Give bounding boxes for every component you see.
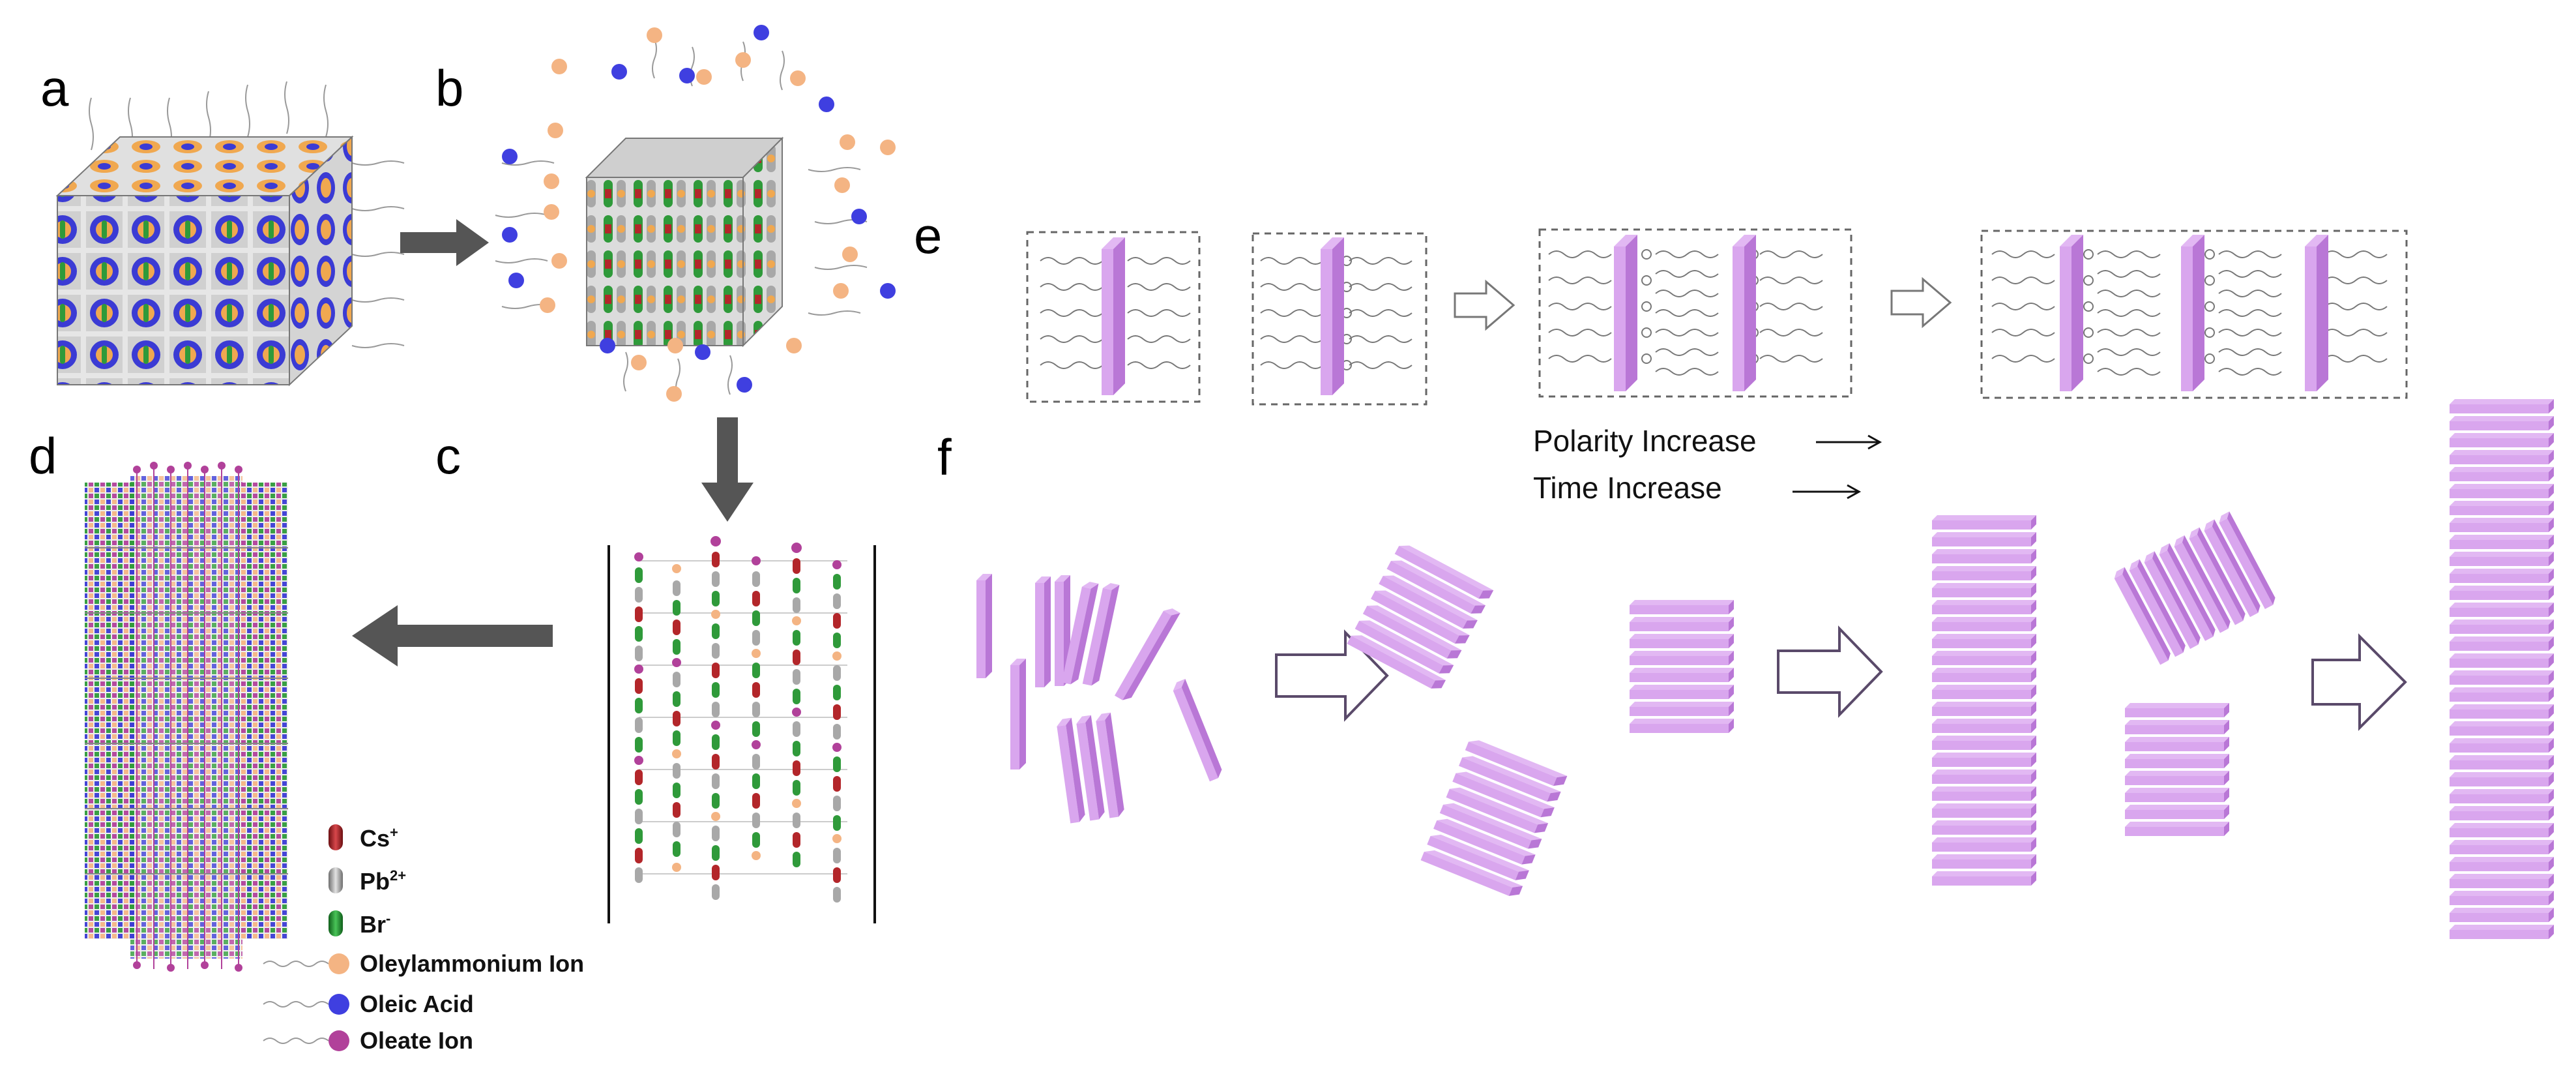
panel-label-d: d (29, 427, 57, 485)
ion-column-6 (832, 560, 842, 903)
legend-cs-label: Cs+ (360, 824, 398, 852)
cs-icon (329, 824, 343, 850)
ligand-heads (502, 25, 896, 402)
arrow-right-icon (1847, 484, 1862, 500)
panel-label-f: f (937, 428, 952, 486)
panel-f (976, 399, 2554, 939)
legend-oleate-label: Oleate Ion (360, 1027, 473, 1054)
e-stage-3 (1538, 228, 1852, 398)
ion-column-4 (752, 556, 761, 860)
e-stage-2 (1251, 232, 1427, 406)
legend-item-cs: Cs+ (329, 824, 398, 852)
panel-label-b: b (435, 59, 464, 117)
ion-column-1 (634, 552, 643, 883)
oleate-icon (329, 1030, 349, 1051)
ion-column-5 (791, 543, 802, 867)
legend-item-oleate: Oleate Ion (263, 1027, 473, 1054)
oleic-acid-icon (329, 994, 349, 1015)
e-arrow-2 (1890, 276, 1952, 329)
trend-polarity: Polarity Increase (1533, 424, 1882, 458)
arrow-b-to-c (701, 417, 754, 522)
panel-label-c: c (435, 427, 461, 485)
legend-item-oleylammonium: Oleylammonium Ion (263, 950, 584, 977)
pb-icon (329, 867, 343, 893)
polarity-increase-label: Polarity Increase (1533, 424, 1757, 458)
e-stage-1 (1026, 231, 1201, 403)
short-stack-tilted-2 (1420, 737, 1568, 900)
tall-stack (1932, 515, 2036, 886)
panel-label-a: a (40, 59, 69, 117)
panel-e-stages (1026, 228, 2408, 406)
legend-oleic-acid-label: Oleic Acid (360, 991, 474, 1017)
legend-item-oleic-acid: Oleic Acid (263, 991, 474, 1017)
ion-column-3 (710, 536, 721, 900)
single-plates (976, 574, 1222, 824)
arrow-right-icon (1867, 434, 1882, 450)
short-stack-tilted-1 (1347, 545, 1494, 693)
short-stack-tilted-3 (2114, 511, 2278, 665)
superlattice-stack (85, 462, 288, 972)
ion-column-2 (672, 564, 681, 872)
arrow-a-to-b (400, 219, 489, 266)
legend-pb-label: Pb2+ (360, 867, 406, 895)
time-increase-label: Time Increase (1533, 471, 1722, 505)
f-arrow-2 (1777, 625, 1883, 718)
trend-time: Time Increase (1533, 471, 1862, 505)
cube-a (55, 81, 405, 387)
f-arrow-1 (1275, 629, 1389, 722)
cube-b (585, 136, 784, 348)
legend: Cs+ Pb2+ Br- Oleylammonium Ion Oleic Aci… (263, 824, 584, 1054)
legend-br-label: Br- (360, 910, 390, 938)
very-tall-stack (2450, 399, 2554, 939)
small-stack-upright (2125, 703, 2229, 836)
e-arrow-1 (1454, 279, 1515, 331)
short-stack-upright (1630, 600, 1734, 733)
legend-item-pb: Pb2+ (329, 867, 406, 895)
br-icon (329, 910, 343, 936)
legend-item-br: Br- (329, 910, 390, 938)
f-arrow-3 (2311, 633, 2407, 731)
legend-oleylammonium-label: Oleylammonium Ion (360, 950, 584, 977)
arrow-c-to-d (352, 605, 553, 666)
panel-label-e: e (914, 207, 943, 264)
e-stage-4 (1980, 230, 2408, 399)
lamellar-assembly (607, 536, 876, 923)
oleylammonium-icon (329, 953, 349, 974)
